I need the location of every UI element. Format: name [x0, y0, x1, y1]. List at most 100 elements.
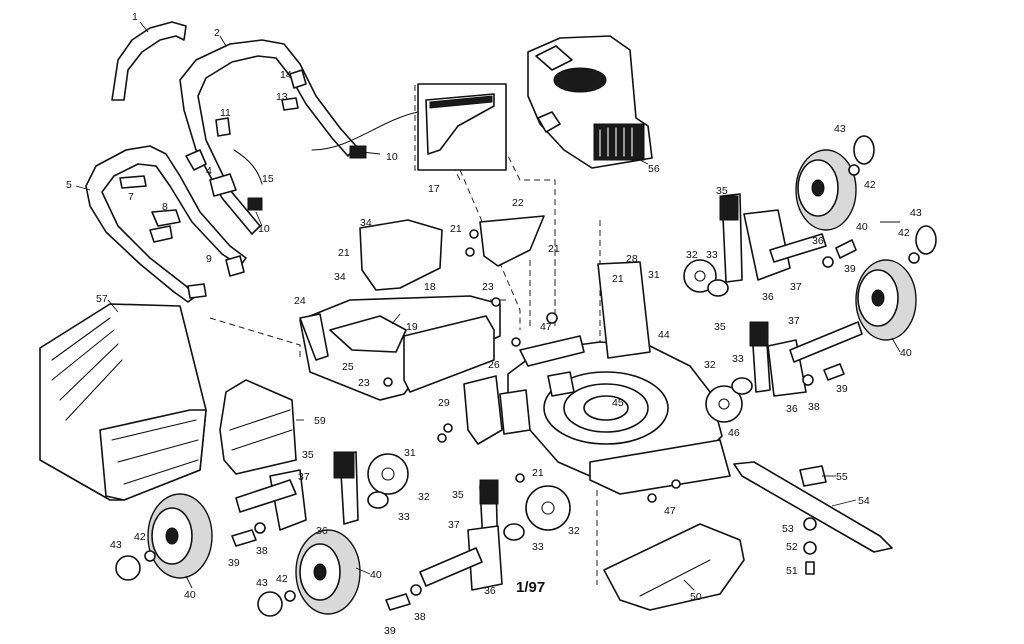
callout-40b: 40: [900, 347, 912, 359]
callout-38b: 38: [256, 545, 268, 557]
axles: [235, 233, 863, 587]
callout-21b: 21: [450, 223, 462, 235]
wheel-rear-left: [295, 529, 361, 615]
callout-33b: 33: [732, 353, 744, 365]
callout-57: 57: [96, 293, 108, 305]
callout-33a: 33: [706, 249, 718, 261]
cable-clip-icon: [185, 149, 207, 171]
callout-7: 7: [128, 191, 134, 203]
callout-36b: 36: [786, 403, 798, 415]
rear-deflector-parts: [299, 215, 545, 401]
engine-recoil-starter-icon: [553, 67, 607, 93]
callout-35d: 35: [452, 489, 464, 501]
callout-37c: 37: [298, 471, 310, 483]
callout-50: 50: [690, 591, 702, 603]
callout-40a: 40: [856, 221, 868, 233]
callout-8: 8: [162, 201, 168, 213]
callout-29: 29: [438, 397, 450, 409]
side-bracket-24: [299, 313, 329, 361]
rear-door-26: [403, 315, 495, 393]
callout-17: 17: [428, 183, 440, 195]
bolt-9-icon: [225, 255, 245, 277]
callout-23b: 23: [358, 377, 370, 389]
callout-39b: 39: [836, 383, 848, 395]
callout-35a: 35: [716, 185, 728, 197]
callout-43a: 43: [834, 123, 846, 135]
discharge-chute-50: [603, 523, 745, 611]
callout-18: 18: [424, 281, 436, 293]
callout-37a: 37: [790, 281, 802, 293]
wheel-front-right: [795, 149, 857, 231]
callout-43b: 43: [910, 207, 922, 219]
callout-43d: 43: [256, 577, 268, 589]
callout-21c: 21: [548, 243, 560, 255]
callout-32c: 32: [418, 491, 430, 503]
upper-handle-bar: [111, 21, 187, 101]
main-handle: [179, 39, 357, 235]
catcher-frame-59: [219, 379, 297, 475]
callout-53: 53: [782, 523, 794, 535]
callout-42c: 42: [134, 531, 146, 543]
callout-56: 56: [648, 163, 660, 175]
wheel-rear-right: [855, 259, 917, 341]
callout-42b: 42: [898, 227, 910, 239]
callout-46: 46: [728, 427, 740, 439]
callout-39c: 39: [228, 557, 240, 569]
height-adjusters: [269, 193, 807, 591]
callouts: 1 2 4 5 7 8 9 10 10 11 13 14 15 17 18 19…: [66, 11, 922, 637]
control-bracket-icon: [247, 197, 263, 211]
hub-caps: [115, 135, 937, 617]
callout-34a: 34: [360, 217, 372, 229]
engine-block-icon: [593, 123, 645, 161]
adjuster-grip-35b-icon: [479, 479, 499, 505]
callout-55: 55: [836, 471, 848, 483]
callout-9: 9: [206, 253, 212, 265]
callout-31a: 31: [648, 269, 660, 281]
callout-40c: 40: [184, 589, 196, 601]
callout-38a: 38: [808, 401, 820, 413]
callout-34b: 34: [334, 271, 346, 283]
callout-33d: 33: [532, 541, 544, 553]
callout-54: 54: [858, 495, 870, 507]
callout-33c: 33: [398, 511, 410, 523]
callout-39a: 39: [844, 263, 856, 275]
callout-1: 1: [132, 11, 138, 23]
control-box-17: [417, 83, 507, 171]
callout-35c: 35: [302, 449, 314, 461]
callout-47b: 47: [664, 505, 676, 517]
deck-rear-plate-icon: [519, 335, 585, 367]
callout-42a: 42: [864, 179, 876, 191]
callout-19: 19: [406, 321, 418, 333]
callout-11: 11: [220, 107, 231, 119]
callout-21a: 21: [338, 247, 350, 259]
callout-21e: 21: [532, 467, 544, 479]
adjuster-grip-35a-icon: [333, 451, 355, 479]
bolt-13-icon: [281, 97, 299, 111]
wheels: [147, 149, 917, 615]
callout-14: 14: [280, 69, 292, 81]
leader-lines: [75, 21, 901, 591]
handle-assembly: [85, 21, 419, 303]
callout-32b: 32: [704, 359, 716, 371]
callout-36a: 36: [762, 291, 774, 303]
callout-22: 22: [512, 197, 524, 209]
grass-catcher-57: [39, 303, 207, 501]
callout-35b: 35: [714, 321, 726, 333]
callout-2: 2: [214, 27, 220, 39]
clip-14-icon: [289, 69, 307, 89]
callout-43c: 43: [110, 539, 122, 551]
adjuster-grip-35c-icon: [719, 195, 739, 221]
callout-4: 4: [206, 165, 212, 177]
callout-13: 13: [276, 91, 288, 103]
callout-23a: 23: [482, 281, 494, 293]
callout-45: 45: [612, 397, 624, 409]
small-hardware: [383, 229, 681, 503]
callout-5: 5: [66, 179, 72, 191]
callout-26: 26: [488, 359, 500, 371]
callout-37b: 37: [788, 315, 800, 327]
adjuster-grip-35d-icon: [749, 321, 769, 347]
callout-42d: 42: [276, 573, 288, 585]
callout-36c: 36: [316, 525, 328, 537]
wing-knob-8-icon: [151, 209, 181, 227]
